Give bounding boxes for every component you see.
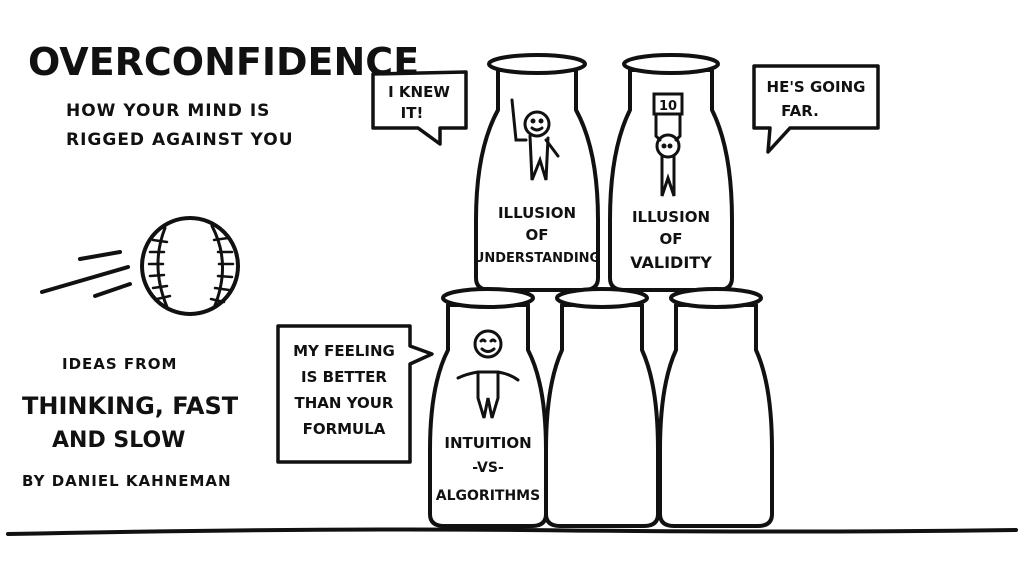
label-understanding-line2: OF bbox=[526, 226, 549, 244]
sign-number: 10 bbox=[659, 99, 677, 114]
figure-shrugging bbox=[456, 329, 520, 419]
bubble-knew-line1: I KNEW bbox=[388, 83, 450, 101]
bottle-illusion-of-validity bbox=[608, 53, 734, 292]
label-validity: ILLUSION OF VALIDITY bbox=[630, 208, 712, 272]
bubble-my-feeling bbox=[276, 324, 434, 464]
bubble-i-knew-it bbox=[371, 70, 468, 146]
bubble-feeling-line3: THAN YOUR bbox=[295, 394, 394, 412]
book-title-line-2: AND SLOW bbox=[52, 428, 186, 453]
figure-cheering bbox=[510, 98, 560, 181]
bubble-text-going: HE'S GOING FAR. bbox=[767, 78, 866, 120]
page-title: OVERCONFIDENCE bbox=[28, 40, 420, 84]
baseball-icon bbox=[140, 216, 240, 316]
figure-holding-sign bbox=[652, 92, 684, 197]
bubble-feeling-line2: IS BETTER bbox=[301, 368, 387, 386]
bottle-intuition-vs-algorithms bbox=[428, 287, 548, 528]
label-validity-line3: VALIDITY bbox=[630, 253, 712, 272]
bubble-going-line2: FAR. bbox=[781, 102, 819, 120]
bubble-text-knew: I KNEW IT! bbox=[388, 83, 450, 122]
label-understanding-line3: UNDERSTANDING bbox=[474, 251, 600, 266]
label-understanding-line1: ILLUSION bbox=[498, 204, 576, 222]
subtitle-line-2: RIGGED AGAINST YOU bbox=[66, 130, 294, 150]
bottle-empty-right bbox=[658, 287, 774, 528]
label-intuition-line2: -VS- bbox=[472, 460, 504, 476]
speed-lines bbox=[40, 250, 132, 298]
label-intuition: INTUITION -VS- ALGORITHMS bbox=[436, 434, 540, 504]
label-validity-line1: ILLUSION bbox=[632, 208, 710, 226]
label-understanding: ILLUSION OF UNDERSTANDING bbox=[474, 204, 600, 266]
ground-line bbox=[6, 527, 1018, 536]
book-title-line-1: THINKING, FAST bbox=[22, 392, 239, 420]
label-intuition-line1: INTUITION bbox=[444, 434, 531, 452]
bubble-knew-line2: IT! bbox=[401, 104, 424, 122]
bottle-empty-middle bbox=[544, 287, 660, 528]
source-intro: IDEAS FROM bbox=[62, 355, 178, 373]
bubble-feeling-line1: MY FEELING bbox=[293, 342, 395, 360]
bubble-hes-going-far bbox=[752, 64, 880, 154]
bubble-text-feeling: MY FEELING IS BETTER THAN YOUR FORMULA bbox=[293, 342, 395, 438]
author-credit: BY DANIEL KAHNEMAN bbox=[22, 472, 232, 490]
label-intuition-line3: ALGORITHMS bbox=[436, 488, 540, 504]
label-validity-line2: OF bbox=[660, 230, 683, 248]
bubble-feeling-line4: FORMULA bbox=[303, 420, 386, 438]
bubble-going-line1: HE'S GOING bbox=[767, 78, 866, 96]
subtitle-line-1: HOW YOUR MIND IS bbox=[66, 101, 271, 121]
